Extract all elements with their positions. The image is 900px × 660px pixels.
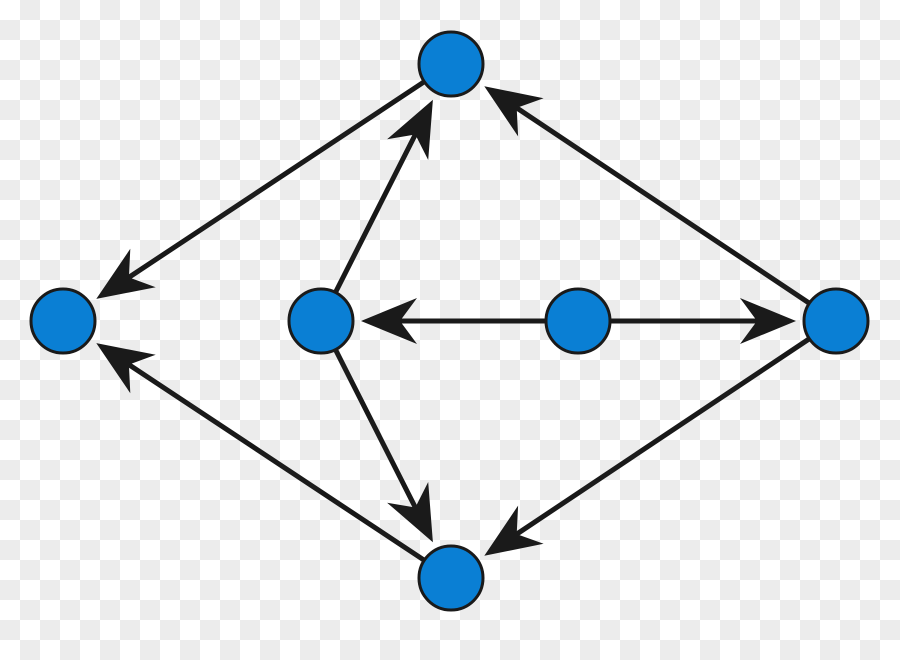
- node-right: [802, 287, 870, 355]
- node-left: [29, 287, 97, 355]
- arrowhead-top-to-left: [96, 248, 156, 299]
- arrowhead-bottom-to-left: [96, 343, 156, 394]
- nodes-layer: [29, 30, 870, 612]
- edge-center-left-to-bottom: [332, 347, 418, 511]
- edge-center-left-to-top: [332, 131, 418, 295]
- arrowhead-center-right-to-center-left: [361, 298, 417, 344]
- node-top: [417, 30, 485, 98]
- edge-right-to-top: [514, 105, 812, 306]
- arrowhead-right-to-top: [484, 86, 544, 137]
- node-bottom: [417, 544, 485, 612]
- arrowhead-right-to-bottom: [484, 505, 544, 556]
- node-center-right: [544, 287, 612, 355]
- edge-bottom-to-left: [126, 362, 427, 563]
- edges-layer: [126, 79, 812, 563]
- arrowhead-center-right-to-right: [740, 298, 796, 344]
- edge-top-to-left: [126, 79, 427, 280]
- edge-right-to-bottom: [514, 336, 812, 537]
- arrowhead-center-left-to-bottom: [387, 482, 433, 543]
- arrowhead-center-left-to-top: [387, 99, 433, 160]
- node-center-left: [287, 287, 355, 355]
- arrowheads-layer: [96, 86, 796, 556]
